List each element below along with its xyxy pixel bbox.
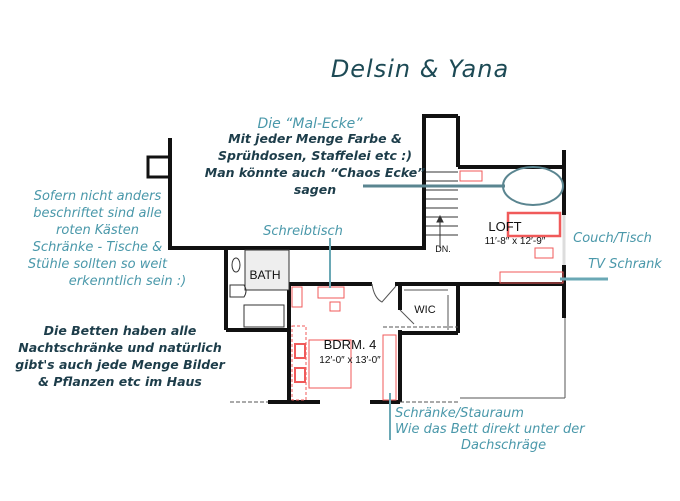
mal-ecke-line: Mit jeder Menge Farbe & <box>228 131 402 146</box>
beds-note-line: & Pflanzen etc im Haus <box>38 374 202 389</box>
storage-label: Schränke/Stauraum Wie das Bett direkt un… <box>395 406 625 454</box>
legend-note-line: beschriftet sind alle <box>33 206 162 221</box>
beds-note-line: Die Betten haben alle <box>43 323 197 338</box>
mal-ecke-line: Sprühdosen, Staffelei etc :) <box>218 148 412 163</box>
wic-name: WIC <box>414 304 436 316</box>
storage-line: Dachschräge <box>461 438 547 453</box>
storage-line: Wie das Bett direkt unter der <box>395 422 585 437</box>
stairs-label: DN. <box>435 244 451 254</box>
legend-note-line: Schränke - Tische & <box>32 240 163 255</box>
legend-note: Sofern nicht anders beschriftet sind all… <box>5 188 190 290</box>
schreibtisch-label: Schreibtisch <box>263 224 343 239</box>
thin-lines <box>230 215 566 403</box>
plan-title: Delsin & Yana <box>330 55 510 83</box>
bath-name: BATH <box>249 268 281 282</box>
loft-size: 11′-8″ x 12′-9″ <box>484 236 546 247</box>
storage-line: Schränke/Stauraum <box>395 406 524 421</box>
legend-note-line: roten Kästen <box>56 223 139 238</box>
mal-ecke-line: Man könnte auch “Chaos Ecke” <box>204 165 426 180</box>
bdrm-size: 12′-0″ x 13′-0″ <box>319 355 381 366</box>
mal-ecke-heading: Die “Mal-Ecke” <box>257 116 363 132</box>
stairs <box>426 171 458 248</box>
legend-note-line: Sofern nicht anders <box>33 189 162 204</box>
wic-hanging <box>404 289 449 330</box>
walls <box>146 114 566 404</box>
pointers <box>329 166 608 440</box>
legend-note-line: erkenntlich sein :) <box>68 274 187 289</box>
furniture <box>291 170 564 401</box>
tv-label: TV Schrank <box>588 257 662 272</box>
beds-note-line: Nachtschränke und natürlich <box>18 340 222 355</box>
bdrm-name: BDRM. 4 <box>323 337 377 352</box>
beds-note-line: gibt's auch jede Menge Bilder <box>15 357 225 372</box>
bath-fixtures <box>229 249 290 328</box>
legend-note-line: Stühle sollten so weit <box>27 257 168 272</box>
mal-ecke-description: Mit jeder Menge Farbe & Sprühdosen, Staf… <box>195 130 435 198</box>
door-swings <box>371 283 415 325</box>
couch-label: Couch/Tisch <box>573 231 652 246</box>
loft-name: LOFT <box>488 219 522 234</box>
mal-ecke-line: sagen <box>293 182 337 197</box>
beds-note: Die Betten haben alle Nachtschränke und … <box>15 322 225 390</box>
